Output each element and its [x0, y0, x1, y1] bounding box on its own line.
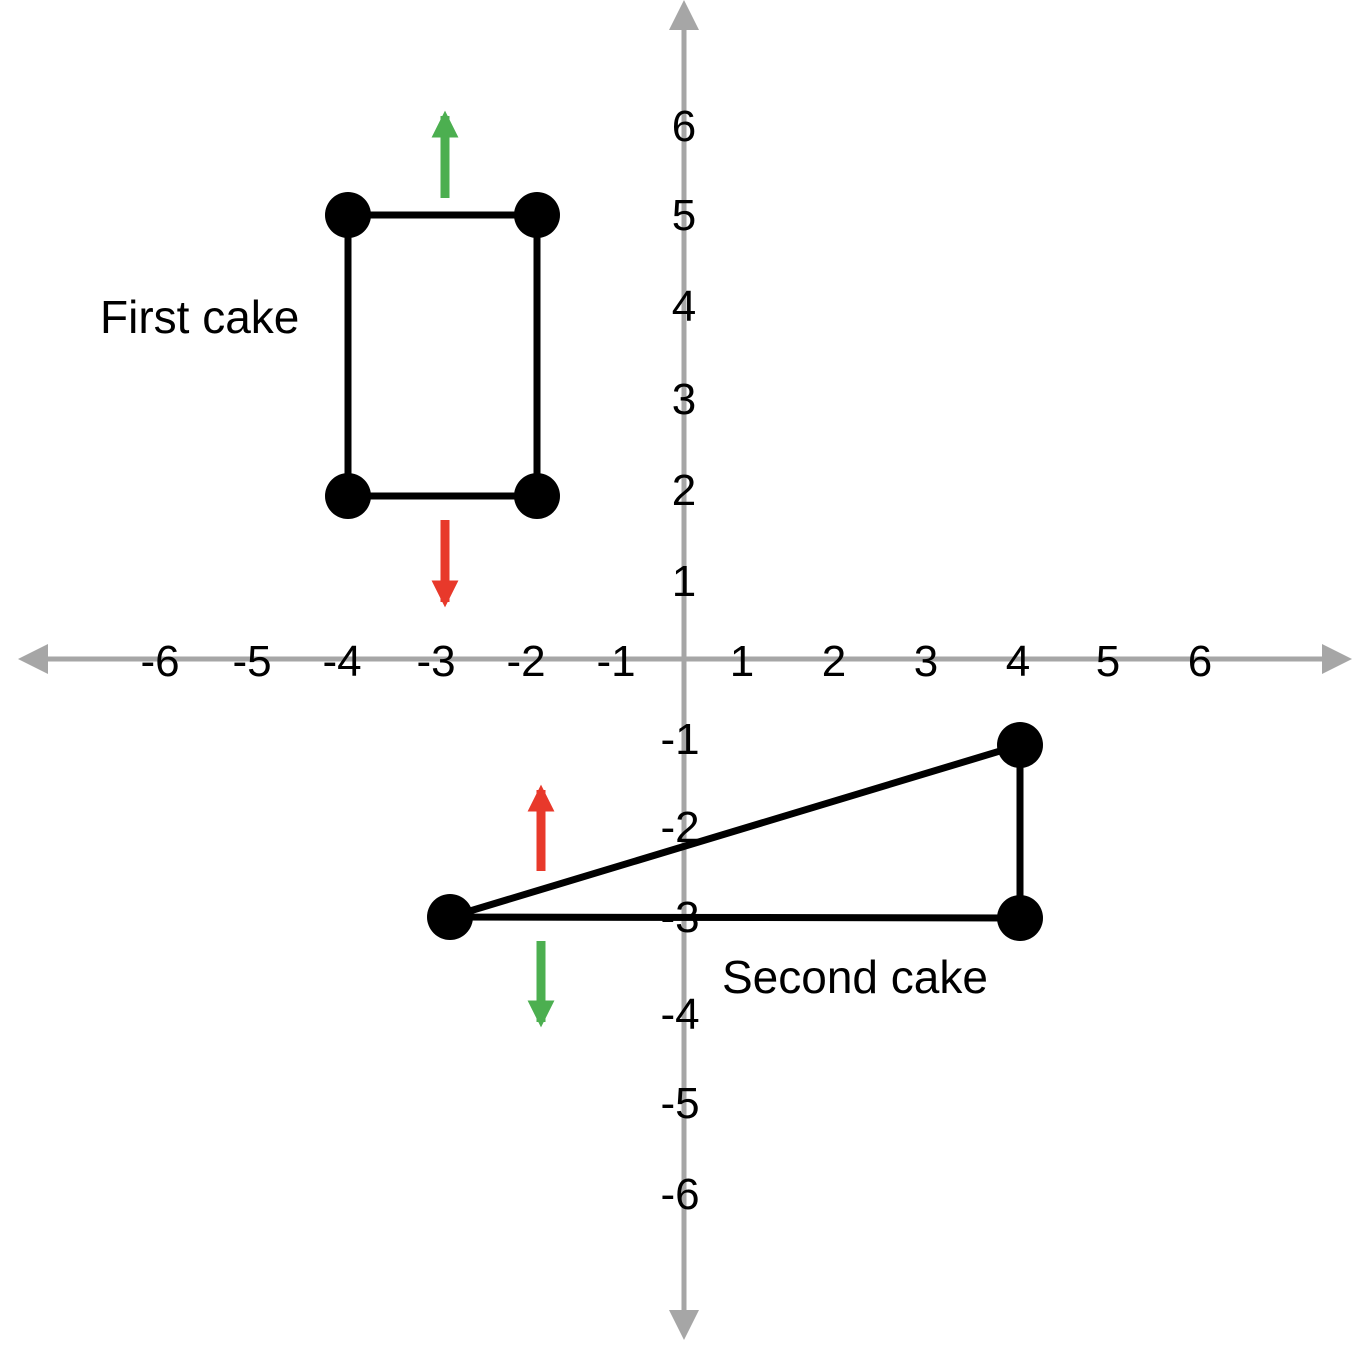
second-cake-triangle — [448, 740, 1024, 922]
first-cake-rectangle — [344, 211, 541, 500]
second-cake-vertex — [427, 894, 473, 940]
y-tick-label: -6 — [660, 1170, 699, 1219]
y-tick-label: -5 — [660, 1079, 699, 1128]
y-tick-label: 4 — [672, 282, 696, 331]
x-tick-label: 3 — [914, 637, 938, 686]
y-tick-label: -1 — [660, 715, 699, 764]
x-tick-label: 1 — [730, 637, 754, 686]
x-tick-label: -5 — [232, 637, 271, 686]
x-tick-label: 4 — [1006, 637, 1030, 686]
second-cake-vertex — [997, 895, 1043, 941]
y-tick-label: 6 — [672, 102, 696, 151]
y-tick-label: 5 — [672, 191, 696, 240]
second-cake-vertex — [997, 722, 1043, 768]
x-tick-label: -1 — [596, 637, 635, 686]
first-cake: First cake — [100, 192, 560, 519]
x-tick-label: 5 — [1096, 637, 1120, 686]
y-tick-labels: 6 5 4 3 2 1 -1 -2 -3 -4 -5 -6 — [660, 102, 699, 1219]
x-tick-label: 6 — [1188, 637, 1212, 686]
second-cake: Second cake — [427, 722, 1043, 1003]
first-cake-vertex — [325, 192, 371, 238]
first-cake-label: First cake — [100, 291, 299, 343]
movement-arrows — [431, 110, 555, 1028]
y-tick-label: 1 — [672, 557, 696, 606]
x-tick-label: -6 — [140, 637, 179, 686]
first-cake-vertex — [514, 473, 560, 519]
x-tick-label: -4 — [322, 637, 361, 686]
x-tick-labels: -6 -5 -4 -3 -2 -1 1 2 3 4 5 6 — [140, 637, 1212, 686]
y-tick-label: -4 — [660, 990, 699, 1039]
second-cake-label: Second cake — [722, 951, 988, 1003]
y-tick-label: 2 — [672, 466, 696, 515]
first-cake-vertex — [325, 473, 371, 519]
x-tick-label: -2 — [506, 637, 545, 686]
x-tick-label: -3 — [416, 637, 455, 686]
first-cake-vertex — [514, 192, 560, 238]
y-tick-label: 3 — [672, 375, 696, 424]
x-tick-label: 2 — [822, 637, 846, 686]
